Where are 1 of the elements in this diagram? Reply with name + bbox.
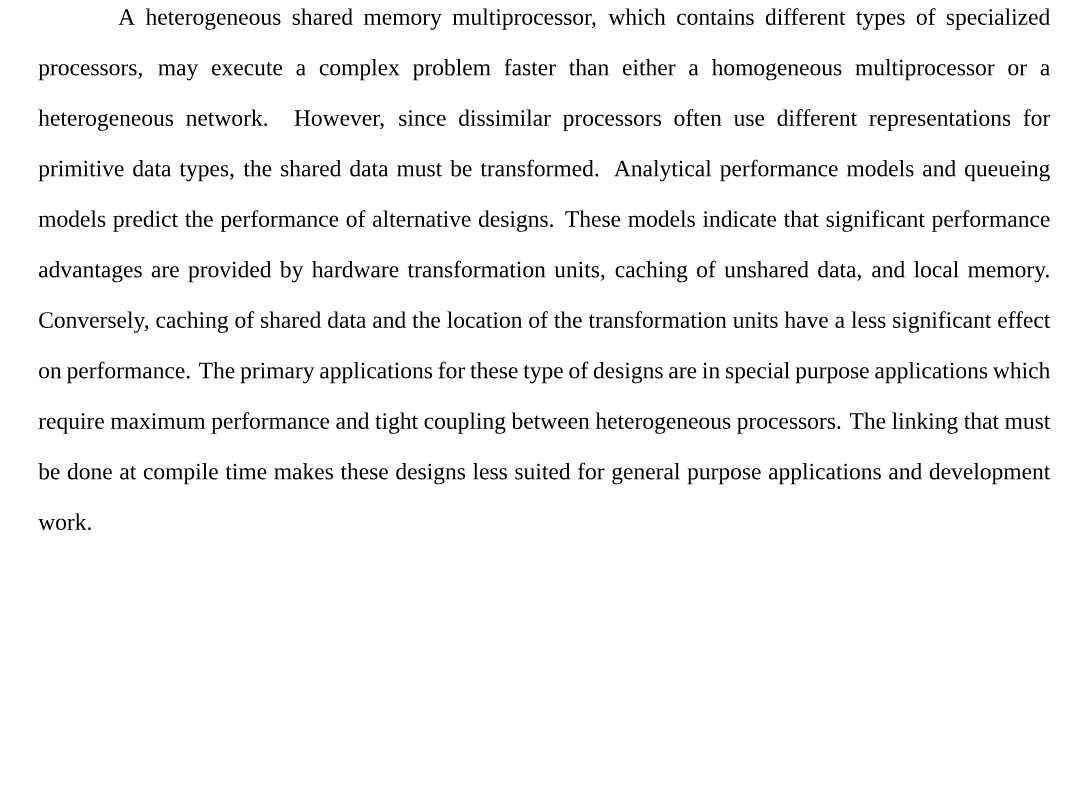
paragraph: A heterogeneous shared memory multiprocessor, which contains different types of specialized processors, may execute a complex problem faster than either a homogeneous multiprocessor or a heterogeneous network. However, since dissimilar processors often use different representations for primitive data types, the shared data must be transformed. Analytical performance models and queueing models predict the performance of alternative designs. These models indicate that significant performance advantages are provided by hardware transformation units, caching of unshared data, and local memory. Conversely, caching of shared data and the location of the transformation units have a less significant effect on performance. The primary applications for these type of designs are in special purpose applications which require maximum performance and tight coupling between heterogeneous processors. The linking that must be done at compile time makes these designs less suited for general purpose applications and development work. [38, 8, 1051, 531]
